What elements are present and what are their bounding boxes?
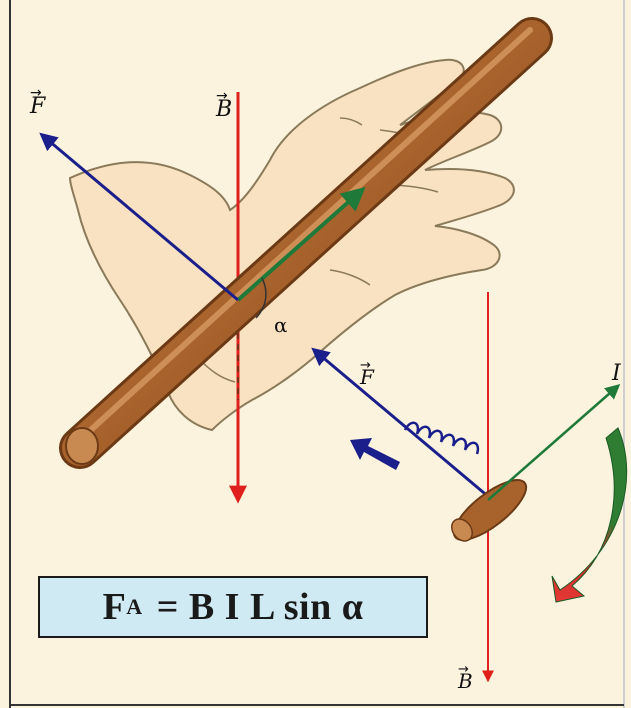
finger-crease-4 (329, 269, 371, 286)
field-label-bottom-arrow: → (458, 662, 469, 677)
current-arrow-rod (236, 186, 366, 302)
force-label-coil-arrow: → (360, 358, 371, 373)
conductor-rod (59, 17, 553, 469)
force-label-top: F (29, 94, 46, 119)
conductor-cross-section (451, 479, 528, 542)
formula-lhs: F (102, 586, 127, 628)
current-arrow-small (487, 384, 621, 501)
spring-coil (403, 421, 480, 455)
formula-subscript: A (126, 594, 143, 619)
current-label: I (611, 361, 622, 386)
force-label-top-arrow: → (30, 85, 42, 101)
field-label-top-arrow: → (216, 88, 228, 104)
motion-arrow-icon (350, 438, 400, 470)
angle-label: α (274, 313, 288, 337)
force-arrow-coil (311, 347, 491, 500)
angle-arc (255, 277, 267, 319)
finger-crease-3 (339, 117, 363, 126)
formula-rhs: = B I L sin α (156, 586, 364, 628)
field-label-bottom: B (457, 669, 473, 693)
field-label-top: B (215, 97, 232, 122)
force-label-coil: F (359, 365, 375, 389)
rotation-arrow (551, 427, 628, 603)
force-arrow-top (39, 132, 239, 302)
